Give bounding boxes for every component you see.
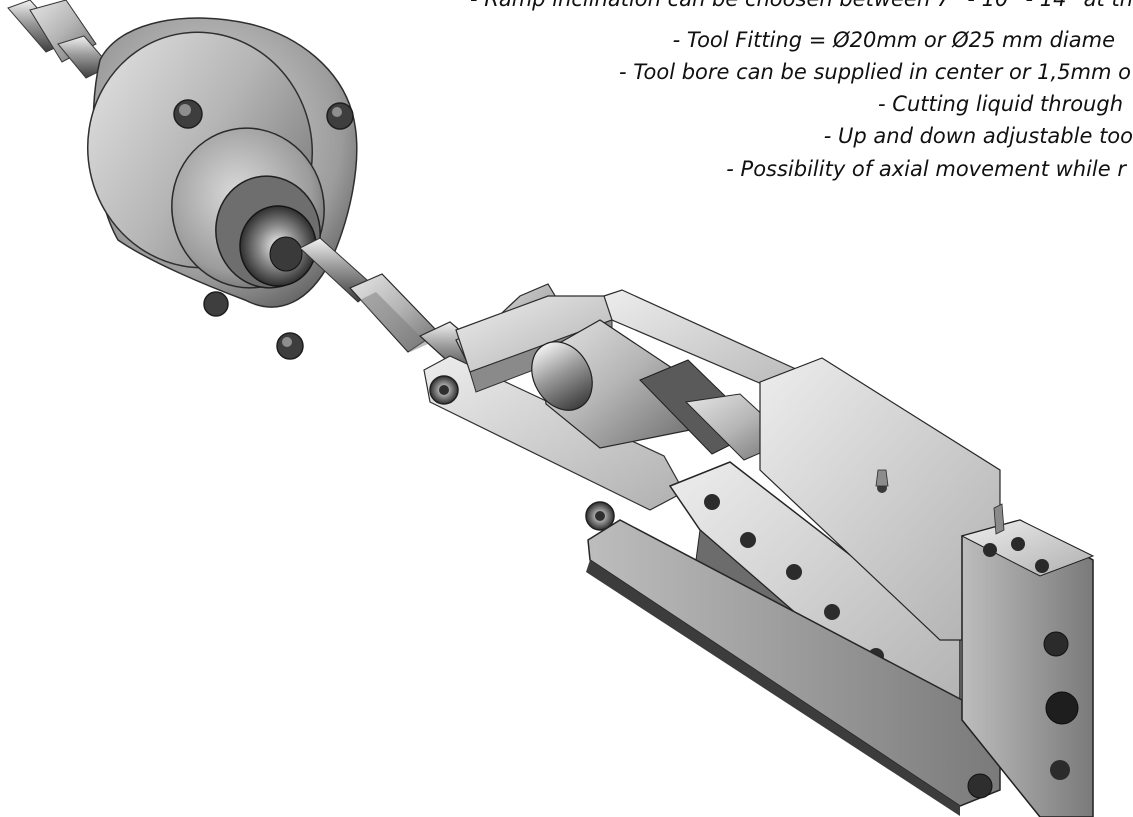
spec-line-axial-movement: - Possibility of axial movement while r [726, 157, 1126, 181]
top-left-fitting [7, 0, 111, 79]
spec-line-tool-bore: - Tool bore can be supplied in center or… [619, 60, 1131, 84]
spec-line-ramp-inclination: - Ramp inclination can be choosen betwee… [470, 0, 1133, 12]
base-plate [586, 357, 1001, 816]
spec-line-cutting-liquid: - Cutting liquid through [878, 92, 1123, 116]
end-block [960, 503, 1095, 817]
flange-housing [86, 17, 358, 360]
spec-line-tool-fitting: - Tool Fitting = Ø20mm or Ø25 mm diame [672, 28, 1115, 52]
toolholder-photo [7, 0, 1095, 817]
product-photo-page: - Ramp inclination can be choosen betwee… [7, 0, 1133, 817]
flange-bolt-holes [173, 99, 354, 360]
spec-line-adjustable-tool: - Up and down adjustable too [823, 124, 1133, 148]
